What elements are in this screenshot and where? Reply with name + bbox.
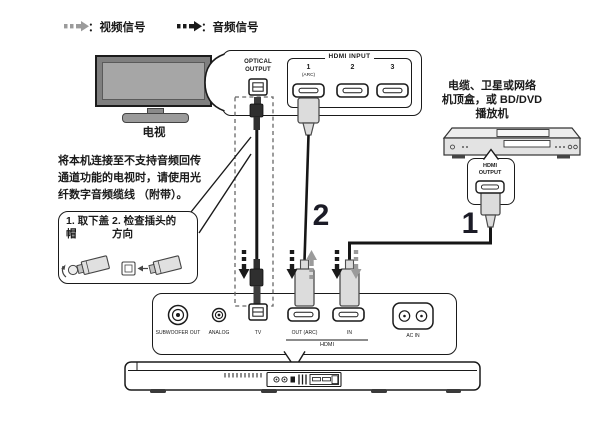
analog-label: ANALOG xyxy=(208,330,230,336)
step2-label: 2. 检查插头的 方向 xyxy=(112,215,177,240)
optical-cable xyxy=(249,97,264,305)
subwoofer-out-label: SUBWOOFER OUT xyxy=(155,330,201,336)
soundbar-rear-panel xyxy=(152,293,457,355)
player-image xyxy=(442,127,582,159)
legend-video-label: ：视频信号 xyxy=(88,22,146,34)
hdmi-cable-source xyxy=(339,187,501,307)
legend-audio-label: ：音频信号 xyxy=(201,22,259,34)
hdmi-port2-label: 2 xyxy=(350,64,355,71)
audio-signal-arrow-icon xyxy=(177,21,202,32)
step1-label: 1. 取下盖 帽 xyxy=(66,215,110,240)
hdmi-port1-label: 1 xyxy=(306,64,311,71)
optical-dashed-region xyxy=(234,96,274,307)
tv-jack-label: TV xyxy=(254,330,262,336)
tv-image xyxy=(95,55,212,107)
hdmi-output-label: HDMI OUTPUT xyxy=(478,163,502,176)
hdmi-port3-label: 3 xyxy=(390,64,395,71)
tv-screen xyxy=(102,62,205,100)
source-device-label: 电缆、卫星或网络 机顶盒，或 BD/DVD 播放机 xyxy=(441,80,543,120)
audio-arrow-source xyxy=(331,250,343,279)
audio-arrow-optical xyxy=(238,250,250,279)
optical-note: 将本机连接至不支持音频回传 通道功能的电视时，请使用光 纤数字音频缆线 （附带）… xyxy=(58,155,201,201)
hdmi-out-arc-label: OUT (ARC) xyxy=(291,330,318,336)
hdmi-input-title: HDMI INPUT xyxy=(324,53,375,60)
audio-arrow-tv xyxy=(286,250,298,279)
optical-output-label: OPTICAL OUTPUT xyxy=(244,59,272,73)
video-arrow-tv-up xyxy=(306,250,317,279)
video-signal-arrow-icon xyxy=(64,21,89,32)
soundbar-image xyxy=(124,361,481,393)
tv-label: 电视 xyxy=(142,127,166,139)
ac-in-label: AC IN xyxy=(406,333,420,339)
connection-number-1: 1 xyxy=(461,207,479,240)
connection-number-2: 2 xyxy=(312,199,330,232)
hdmi-in-label: IN xyxy=(347,330,352,336)
tv-stand-base xyxy=(122,113,189,123)
video-arrow-source xyxy=(350,250,362,279)
hdmi-group-label: HDMI xyxy=(319,342,335,348)
hdmi-port1-arc-label: (ARC) xyxy=(301,72,316,78)
